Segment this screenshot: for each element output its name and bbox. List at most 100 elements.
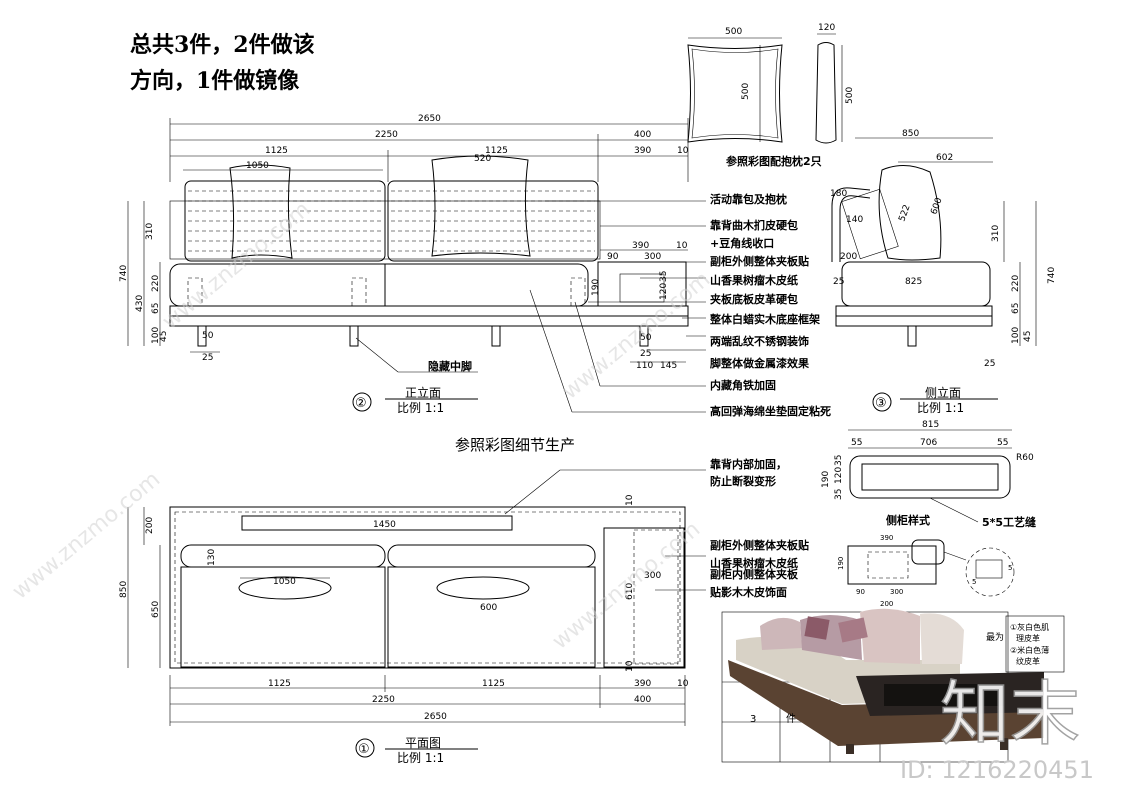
dim-m25: 25 bbox=[202, 353, 213, 363]
dim-1050: 1050 bbox=[246, 161, 269, 171]
dim-1125b: 1125 bbox=[485, 146, 508, 156]
plan-dim-1050: 1050 bbox=[273, 577, 296, 587]
table-c2: 件 bbox=[786, 713, 796, 725]
side-num: ③ bbox=[875, 396, 887, 411]
front-elevation bbox=[169, 155, 689, 347]
dim-m145: 145 bbox=[660, 361, 677, 371]
dim-310: 310 bbox=[145, 223, 155, 240]
side-num-circle bbox=[872, 392, 892, 412]
side-dim-100: 100 bbox=[1011, 327, 1021, 344]
pillow-caption: 参照彩图配抱枕2只 bbox=[726, 154, 822, 168]
plan-scale: 比例 1:1 bbox=[397, 751, 444, 765]
ann-7: 两端乱纹不锈钢装饰 bbox=[710, 334, 809, 348]
plan-dim-200: 200 bbox=[145, 517, 155, 534]
plan-dim-10a: 10 bbox=[625, 494, 635, 506]
plan-dim-650: 650 bbox=[151, 601, 161, 618]
cab-dim-120: 120 bbox=[834, 467, 844, 484]
pillow-side-w: 120 bbox=[818, 23, 835, 33]
cab-dim-55a: 55 bbox=[851, 438, 862, 448]
plan-note-5: 贴影木木皮饰面 bbox=[709, 585, 787, 599]
ann-1: 靠背曲木扪皮硬包 bbox=[710, 218, 798, 232]
watermark-id: ID: 1216220451 bbox=[900, 756, 1094, 784]
side-dim-740: 740 bbox=[1047, 267, 1057, 284]
plan-dim-850: 850 bbox=[119, 581, 129, 598]
side-elevation: 850 602 180 140 310 200 825 25 740 220 6… bbox=[830, 129, 1057, 369]
side-dim-180: 180 bbox=[830, 189, 847, 199]
table-c1: 3 bbox=[750, 714, 756, 725]
cab-label: 侧柜样式 bbox=[886, 513, 930, 527]
dim-m25b: 25 bbox=[640, 349, 651, 359]
front-dim-misc: 390 10 90 300 35 120 190 50 25 25 110 14… bbox=[190, 241, 688, 371]
side-dim-310: 310 bbox=[991, 225, 1001, 242]
cab-dim-R60: R60 bbox=[1016, 453, 1034, 463]
plan-dim-2250: 2250 bbox=[372, 695, 395, 705]
legend-l3: ②米白色薄 bbox=[1010, 645, 1049, 655]
front-scale: 比例 1:1 bbox=[397, 401, 444, 415]
cab-dim-190: 190 bbox=[821, 471, 831, 488]
side-dim-220: 220 bbox=[1011, 275, 1021, 292]
side-cabinet-section: 815 55 706 55 R60 35 120 35 190 bbox=[821, 420, 1034, 523]
plan-dim-1125b: 1125 bbox=[482, 679, 505, 689]
plan-note-3: 山香果树瘤木皮纸 bbox=[710, 556, 798, 570]
cab-dim-35b: 35 bbox=[834, 489, 844, 500]
ann-8: 脚整体做金属漆效果 bbox=[710, 356, 809, 370]
dim-400: 400 bbox=[634, 130, 651, 140]
plan-dim-400: 400 bbox=[634, 695, 651, 705]
dim-10: 10 bbox=[677, 146, 689, 156]
plan-title: 平面图 bbox=[405, 736, 441, 750]
table-side: 最为 bbox=[986, 631, 1004, 643]
dim-m90: 90 bbox=[607, 252, 619, 262]
small-dim-5a: 5 bbox=[972, 578, 976, 586]
dim-740: 740 bbox=[119, 265, 129, 282]
dim-m35: 35 bbox=[659, 271, 669, 282]
dim-m110: 110 bbox=[636, 361, 653, 371]
side-dim-140: 140 bbox=[846, 215, 863, 225]
plan-dim-1125a: 1125 bbox=[268, 679, 291, 689]
hidden-leg-label: 隐藏中脚 bbox=[428, 359, 472, 373]
dim-m10: 10 bbox=[676, 241, 688, 251]
dim-m300: 300 bbox=[644, 252, 661, 262]
small-cab-plan: 390 90 300 200 190 5 5 bbox=[837, 534, 1015, 608]
plan-dim-600: 600 bbox=[480, 603, 497, 613]
dim-2650: 2650 bbox=[418, 114, 441, 124]
small-dim-200: 200 bbox=[880, 600, 893, 608]
side-dim-522: 522 bbox=[897, 203, 912, 223]
plan-dim-130: 130 bbox=[207, 549, 217, 566]
plan-dim-10b: 10 bbox=[625, 660, 635, 672]
cab-dim-55b: 55 bbox=[997, 438, 1008, 448]
small-dim-300: 300 bbox=[890, 588, 903, 596]
ann-6: 整体白蜡实木底座框架 bbox=[709, 312, 820, 326]
dim-100: 100 bbox=[151, 327, 161, 344]
front-num: ② bbox=[355, 396, 367, 411]
plan-dim-390: 390 bbox=[634, 679, 651, 689]
detail-note: 参照彩图细节生产 bbox=[455, 436, 575, 454]
side-dim-600: 600 bbox=[929, 196, 944, 216]
dim-1125a: 1125 bbox=[265, 146, 288, 156]
plan-dim-10c: 10 bbox=[677, 679, 689, 689]
dim-390: 390 bbox=[634, 146, 651, 156]
side-dim-850: 850 bbox=[902, 129, 919, 139]
plan-dim-2650: 2650 bbox=[424, 712, 447, 722]
plan-dim-610: 610 bbox=[625, 583, 635, 600]
legend-box bbox=[1005, 615, 1065, 673]
cab-dim-706: 706 bbox=[920, 438, 937, 448]
plan-note-1: 防止断裂变形 bbox=[710, 474, 776, 488]
watermark-url-3: www.znzmo.com bbox=[548, 517, 705, 655]
cab-dim-35a: 35 bbox=[834, 455, 844, 466]
pillow-side: 120 500 bbox=[815, 23, 855, 144]
watermark-logo: 知末 bbox=[940, 673, 1080, 755]
dim-2250: 2250 bbox=[375, 130, 398, 140]
plan-num: ① bbox=[358, 742, 370, 757]
small-dim-190: 190 bbox=[837, 557, 845, 570]
dim-65: 65 bbox=[151, 303, 161, 314]
plan-note-2: 副柜外侧整体夹板贴 bbox=[710, 538, 809, 552]
sofa-photo bbox=[721, 608, 1044, 763]
dim-m50: 50 bbox=[202, 331, 214, 341]
watermark-url-2: www.znzmo.com bbox=[8, 467, 165, 605]
front-dim-left: 740 310 430 220 65 100 45 bbox=[119, 201, 169, 346]
ann-10: 高回弹海绵坐垫固定粘死 bbox=[710, 404, 831, 418]
plan-num-circle bbox=[355, 738, 375, 758]
dim-45: 45 bbox=[159, 331, 169, 342]
side-dim-25b: 25 bbox=[984, 359, 995, 369]
